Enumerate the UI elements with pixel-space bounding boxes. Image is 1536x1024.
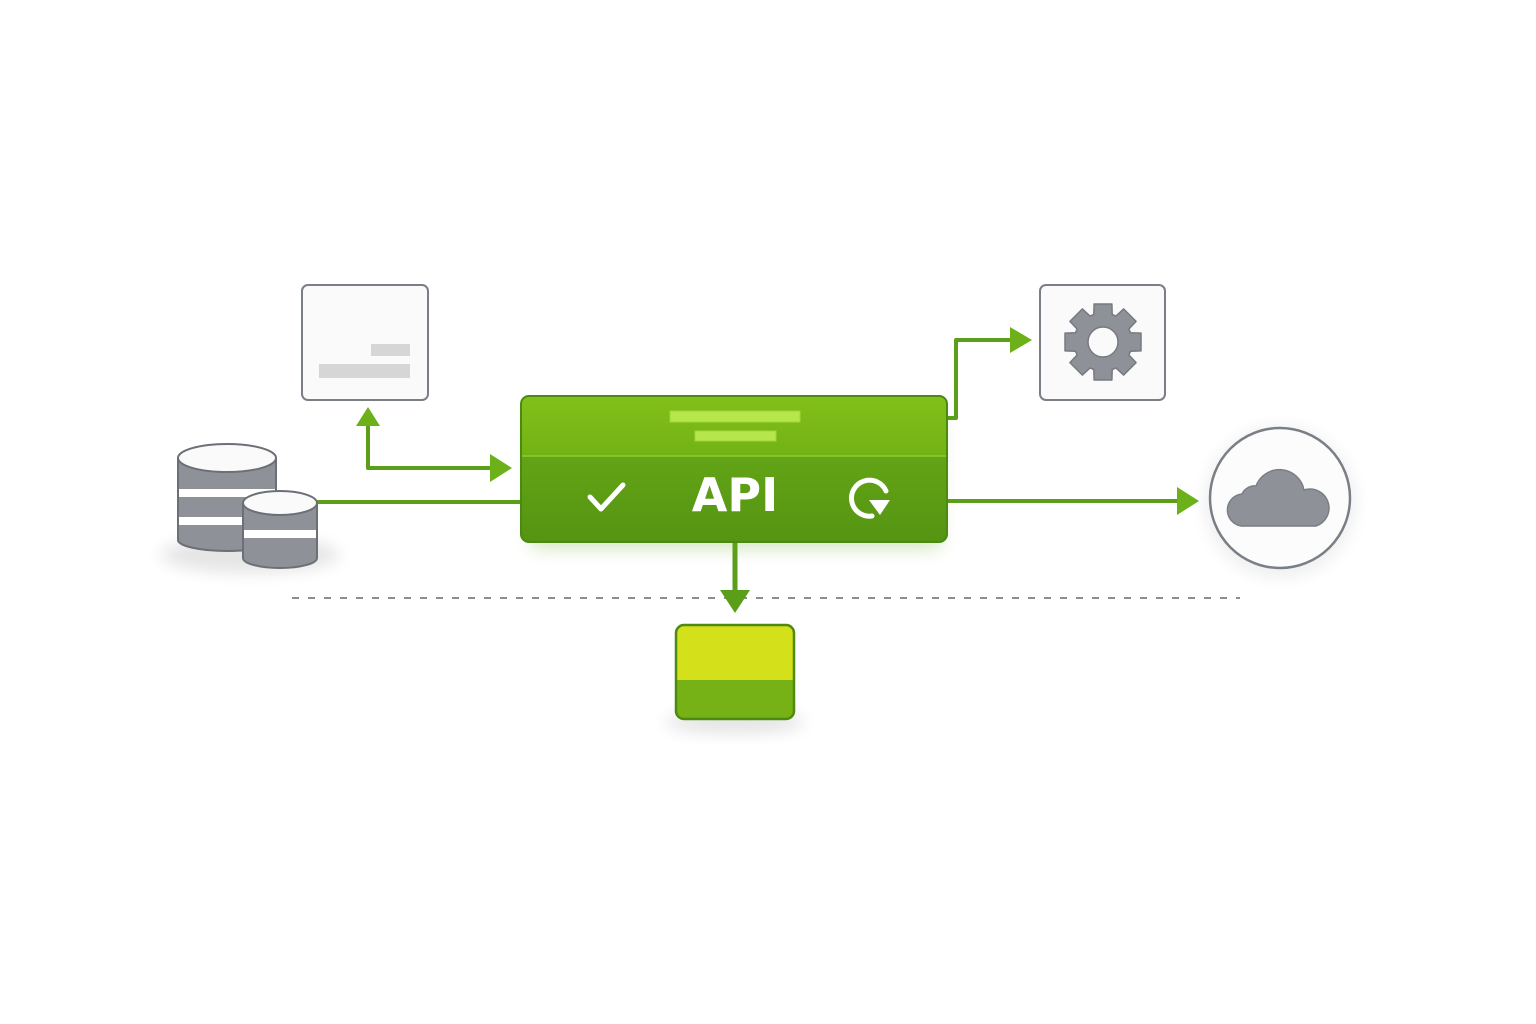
databases-node[interactable]	[160, 443, 340, 573]
output-block-node[interactable]	[665, 623, 805, 734]
database-icon	[242, 490, 318, 569]
arrowhead-right-icon	[1010, 327, 1032, 353]
arrowhead-up-icon	[356, 407, 380, 426]
gear-hole	[1087, 326, 1119, 358]
arrowhead-right-icon	[1177, 487, 1199, 515]
arrowhead-down-icon	[720, 590, 750, 613]
refresh-icon	[849, 477, 890, 519]
document-node[interactable]	[301, 284, 429, 401]
settings-node[interactable]	[1039, 284, 1166, 401]
arrowhead-right-icon	[490, 454, 512, 482]
edge-api-to-settings	[946, 338, 1012, 420]
header-placeholder-bar	[669, 410, 801, 423]
output-block-top	[676, 625, 794, 680]
api-label: API	[692, 468, 778, 522]
api-header	[521, 396, 947, 456]
document-icon	[319, 344, 410, 378]
header-placeholder-bar	[694, 430, 777, 442]
edges	[316, 327, 1199, 613]
gear-icon	[1064, 303, 1142, 381]
output-block-bottom	[676, 680, 794, 719]
api-node[interactable]: API	[520, 395, 948, 550]
cloud-node[interactable]	[1204, 426, 1356, 578]
cloud-icon	[1226, 469, 1330, 527]
check-icon	[587, 482, 626, 512]
edge-document-to-api	[366, 422, 494, 470]
